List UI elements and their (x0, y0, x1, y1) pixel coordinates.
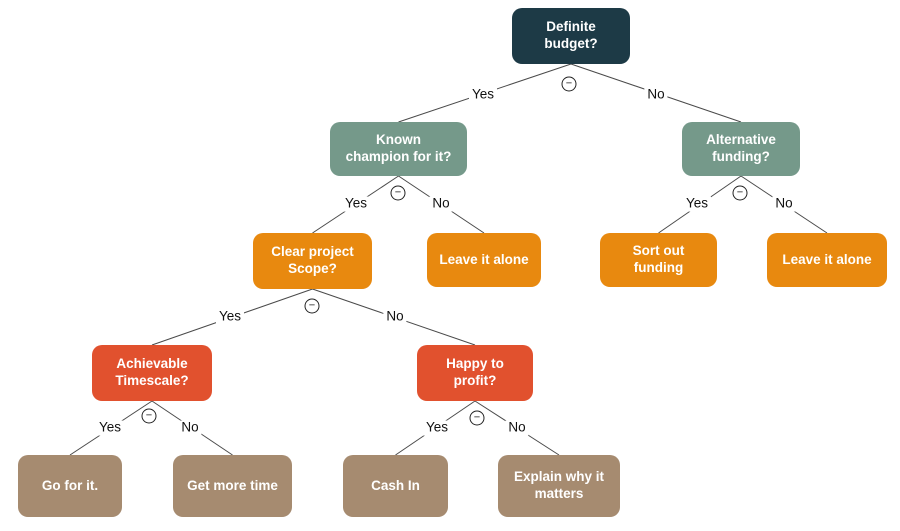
edge-label-no-get-more-time: No (178, 420, 202, 436)
node-label: Achievable Timescale? (115, 356, 189, 388)
node-achievable-timescale[interactable]: Achievable Timescale? (92, 345, 212, 401)
edge-label-no-leave-it-alone-left: No (429, 196, 453, 212)
node-label: Leave it alone (782, 251, 872, 267)
node-label: Go for it. (41, 477, 99, 493)
edge-label-yes-known-champion: Yes (468, 87, 498, 103)
node-leave-it-alone-right[interactable]: Leave it alone (767, 233, 887, 287)
node-leave-it-alone-left[interactable]: Leave it alone (427, 233, 541, 287)
collapse-toggle-icon-achievable-timescale[interactable]: − (141, 408, 157, 424)
edge-label-yes-clear-project-scope: Yes (341, 196, 371, 212)
edge-label-no-leave-it-alone-right: No (772, 196, 796, 212)
node-clear-project-scope[interactable]: Clear project Scope? (253, 233, 372, 289)
node-sort-out-funding[interactable]: Sort out funding (600, 233, 717, 287)
node-explain-why-matters[interactable]: Explain why it matters (498, 455, 620, 517)
edge-label-no-alternative-funding: No (644, 87, 668, 103)
node-definite-budget[interactable]: Definite budget? (512, 8, 630, 64)
node-label: Happy to profit? (446, 356, 504, 388)
collapse-toggle-icon-happy-to-profit[interactable]: − (469, 410, 485, 426)
collapse-toggle-icon-definite-budget[interactable]: − (561, 76, 577, 92)
node-label: Sort out funding (632, 243, 685, 275)
edge-label-no-explain-why-matters: No (505, 420, 529, 436)
node-label: Get more time (187, 477, 278, 493)
node-happy-to-profit[interactable]: Happy to profit? (417, 345, 533, 401)
edge-label-no-happy-to-profit: No (383, 309, 407, 325)
collapse-toggle-icon-alternative-funding[interactable]: − (732, 185, 748, 201)
node-label: Alternative funding? (706, 132, 776, 164)
node-known-champion[interactable]: Known champion for it? (330, 122, 467, 176)
node-get-more-time[interactable]: Get more time (173, 455, 292, 517)
edge-label-yes-sort-out-funding: Yes (682, 196, 712, 212)
collapse-toggle-icon-clear-project-scope[interactable]: − (304, 298, 320, 314)
edge-label-yes-go-for-it: Yes (95, 420, 125, 436)
node-alternative-funding[interactable]: Alternative funding? (682, 122, 800, 176)
node-cash-in[interactable]: Cash In (343, 455, 448, 517)
node-label: Clear project Scope? (271, 244, 354, 276)
node-label: Cash In (371, 477, 420, 493)
edge-label-yes-cash-in: Yes (422, 420, 452, 436)
edge-label-yes-achievable-timescale: Yes (215, 309, 245, 325)
node-go-for-it[interactable]: Go for it. (18, 455, 122, 517)
node-label: Explain why it matters (513, 469, 605, 501)
node-label: Leave it alone (439, 251, 529, 267)
collapse-toggle-icon-known-champion[interactable]: − (390, 185, 406, 201)
node-label: Definite budget? (544, 19, 598, 51)
node-label: Known champion for it? (345, 132, 452, 164)
